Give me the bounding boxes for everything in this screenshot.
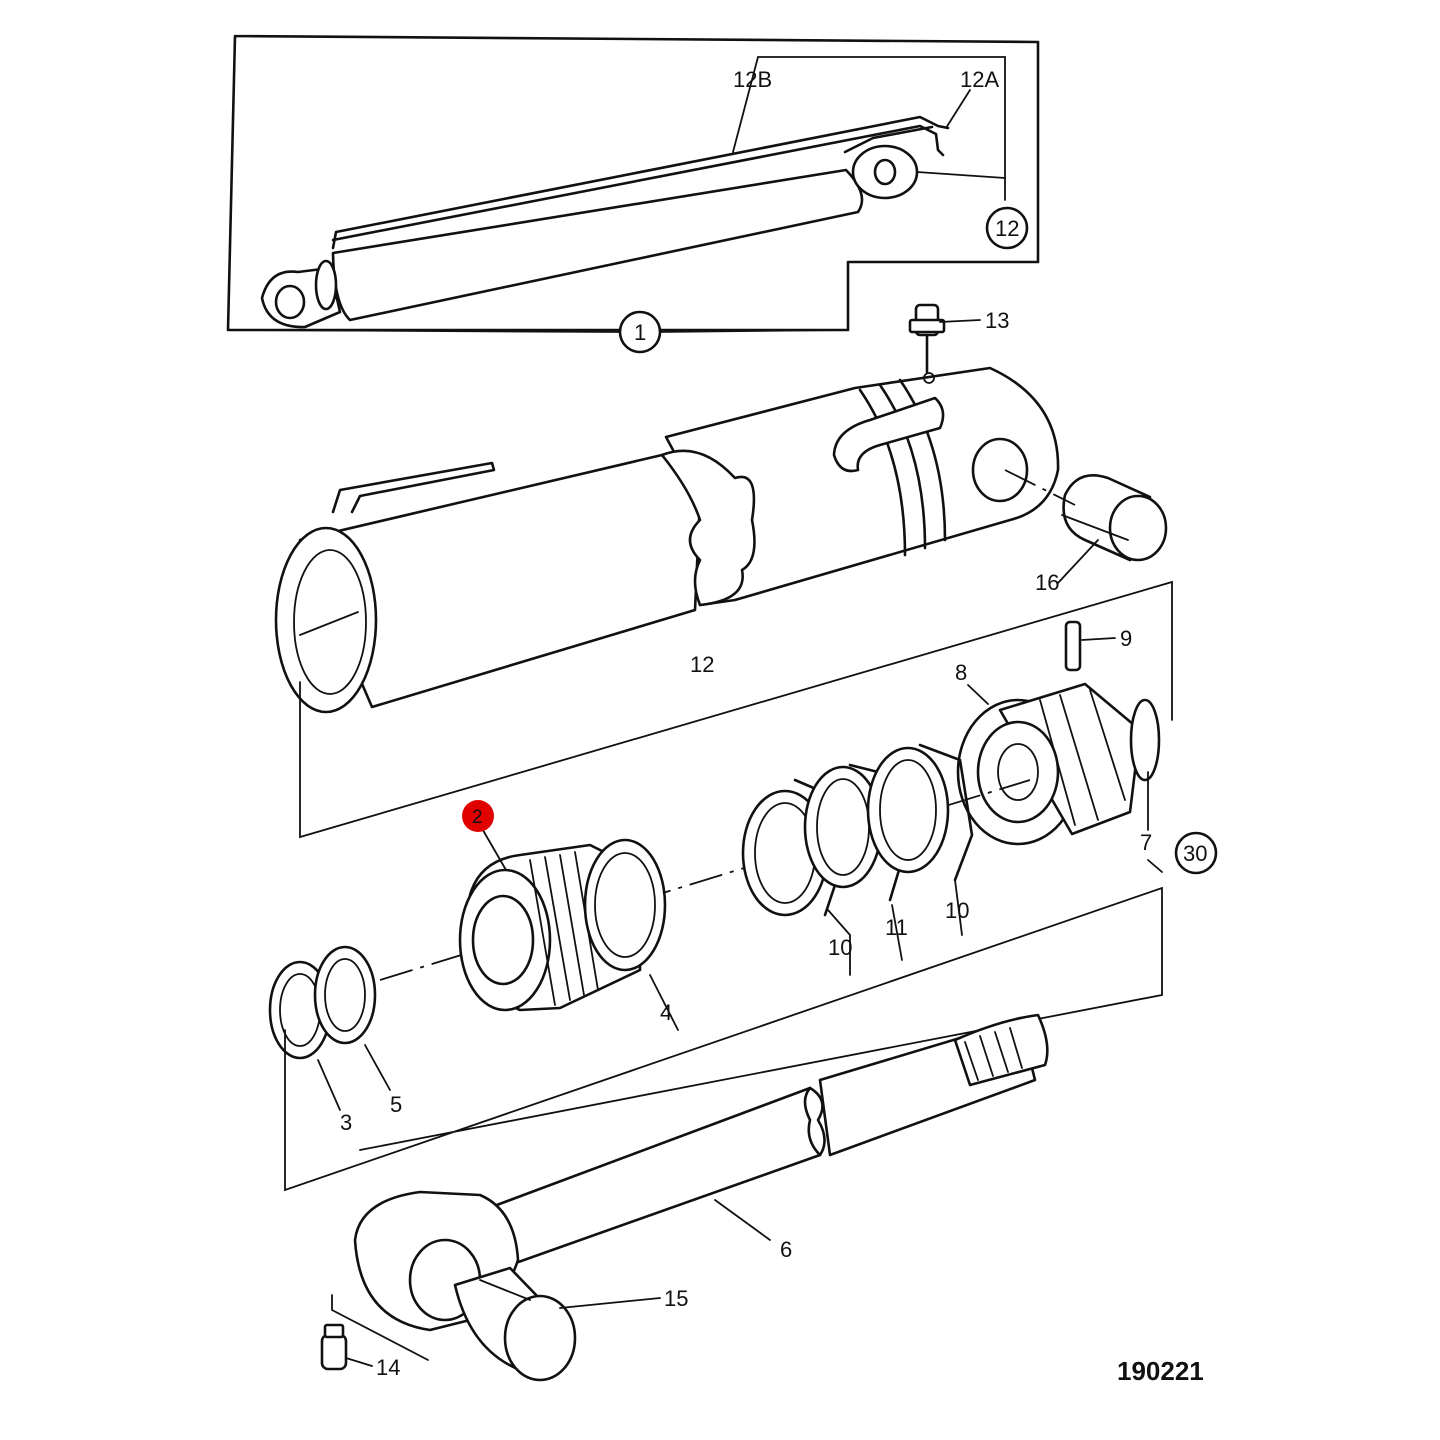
callout-9: 9: [1120, 626, 1132, 651]
inset-cylinder-barrel: [331, 168, 864, 322]
callout-4: 4: [660, 1000, 672, 1025]
callout-16: 16: [1035, 570, 1059, 595]
drawing-number: 190221: [1117, 1356, 1204, 1386]
callout-12B: 12B: [733, 67, 772, 92]
callout-11: 11: [885, 915, 908, 940]
bush-16: [1004, 469, 1168, 584]
rod-seal-5: [313, 945, 377, 1045]
piston-8: [956, 682, 1161, 846]
callout-8: 8: [955, 660, 967, 685]
callout-14: 14: [376, 1355, 400, 1380]
callout-10-a: 10: [828, 935, 852, 960]
barrel-pin-bore: [971, 437, 1029, 503]
cylinder-barrel: [274, 366, 1060, 714]
barrel-break-mark: [660, 449, 756, 607]
inset-hydraulic-pipe: [331, 115, 950, 250]
callout-30-circle: [1174, 831, 1218, 875]
piston-bracket: [299, 580, 1173, 839]
callout-2-highlight: [462, 800, 494, 832]
callout-5: 5: [390, 1092, 402, 1117]
callout-12-circled: 12: [995, 216, 1019, 241]
callout-1: 1: [634, 320, 646, 345]
callout-6: 6: [780, 1237, 792, 1262]
wear-ring-10b: [866, 743, 974, 882]
callout-30: 30: [1183, 841, 1207, 866]
barrel-body-right: [664, 366, 1060, 607]
callout-10-b: 10: [945, 898, 969, 923]
callout-13: 13: [985, 308, 1009, 333]
piston-rod-6: [353, 1013, 1049, 1382]
callout-12A: 12A: [960, 67, 999, 92]
callout-12: 12: [690, 652, 714, 677]
grease-nipple-14: [320, 1294, 429, 1371]
callout-7: 7: [1140, 830, 1152, 855]
callout-12-circle: [985, 206, 1029, 250]
assembly-inset: [226, 34, 1040, 333]
callout-15: 15: [664, 1286, 688, 1311]
roll-pin-9: [1064, 620, 1116, 672]
barrel-open-end: [274, 526, 378, 714]
barrel-pipe-stub: [832, 396, 945, 473]
callout-1-circle: [618, 310, 662, 354]
grease-nipple-13: [908, 303, 981, 374]
callout-3: 3: [340, 1110, 352, 1135]
gland-2: [458, 824, 667, 1012]
rod-side-bracket: [284, 886, 1163, 1192]
callout-2: 2: [472, 807, 483, 828]
